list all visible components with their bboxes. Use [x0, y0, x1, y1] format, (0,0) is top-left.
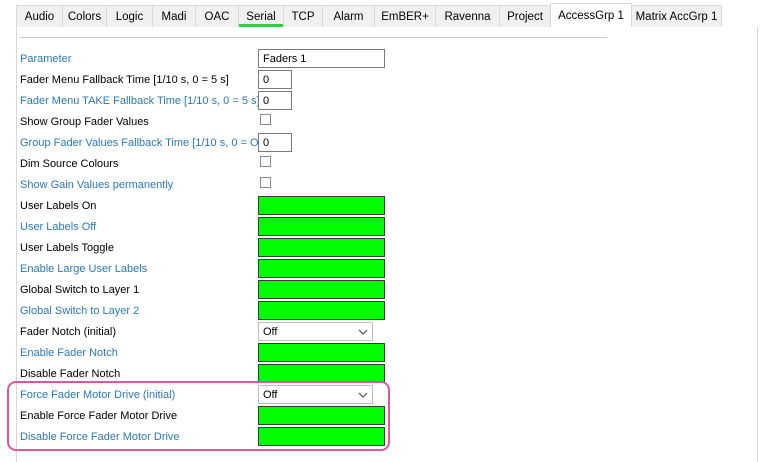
chevron-down-icon — [358, 329, 368, 335]
tab-madi[interactable]: Madi — [152, 5, 196, 27]
fader-menu-fallback-time-field[interactable]: 0 — [258, 70, 292, 89]
tab-oac[interactable]: OAC — [195, 5, 239, 27]
row-label: Fader Menu Fallback Time [1/10 s, 0 = 5 … — [20, 73, 229, 86]
row-enable-force-fader-motor-drive: Enable Force Fader Motor Drive — [20, 405, 400, 426]
row-disable-force-fader-motor-drive: Disable Force Fader Motor Drive — [20, 426, 400, 447]
row-label: Global Switch to Layer 1 — [20, 283, 140, 296]
user-labels-on-color-swatch[interactable] — [258, 196, 385, 215]
dropdown-value: Off — [263, 325, 278, 338]
row-disable-fader-notch: Disable Fader Notch — [20, 363, 400, 384]
row-label: Enable Fader Notch — [20, 346, 118, 359]
row-label: Enable Force Fader Motor Drive — [20, 409, 178, 422]
row-label: Show Gain Values permanently — [20, 178, 174, 191]
row-label: Parameter — [20, 52, 72, 65]
tab-content-panel — [16, 27, 758, 462]
group-fader-values-fallback-time-field[interactable]: 0 — [258, 133, 292, 152]
row-label: User Labels Off — [20, 220, 97, 233]
row-label: Disable Force Fader Motor Drive — [20, 430, 180, 443]
separator-line — [20, 37, 607, 38]
global-switch-layer-1-color-swatch[interactable] — [258, 280, 385, 299]
row-label: Dim Source Colours — [20, 157, 119, 170]
row-label: Enable Large User Labels — [20, 262, 148, 275]
chevron-down-icon — [358, 392, 368, 398]
enable-fader-notch-color-swatch[interactable] — [258, 343, 385, 362]
row-label: Disable Fader Notch — [20, 367, 121, 380]
show-gain-values-permanently-checkbox[interactable] — [260, 177, 271, 188]
disable-fader-notch-color-swatch[interactable] — [258, 364, 385, 383]
row-group-fader-values-fallback-time: Group Fader Values Fallback Time [1/10 s… — [20, 132, 400, 153]
tab-ember[interactable]: EmBER+ — [374, 5, 436, 27]
row-label: User Labels On — [20, 199, 97, 212]
row-show-group-fader-values: Show Group Fader Values — [20, 111, 400, 132]
row-user-labels-toggle: User Labels Toggle — [20, 237, 400, 258]
row-fader-notch-initial: Fader Notch (initial) Off — [20, 321, 400, 342]
row-label: Group Fader Values Fallback Time [1/10 s… — [20, 136, 268, 149]
row-global-switch-layer-1: Global Switch to Layer 1 — [20, 279, 400, 300]
tab-colors[interactable]: Colors — [62, 5, 107, 27]
row-force-fader-motor-drive-initial: Force Fader Motor Drive (initial) Off — [20, 384, 400, 405]
user-labels-toggle-color-swatch[interactable] — [258, 238, 385, 257]
row-label: Force Fader Motor Drive (initial) — [20, 388, 176, 401]
tab-accessgrp-1[interactable]: AccessGrp 1 — [550, 3, 632, 27]
row-enable-fader-notch: Enable Fader Notch — [20, 342, 400, 363]
row-parameter: Parameter Faders 1 — [20, 48, 400, 69]
row-fader-menu-fallback-time: Fader Menu Fallback Time [1/10 s, 0 = 5 … — [20, 69, 400, 90]
tab-ravenna[interactable]: Ravenna — [435, 5, 500, 27]
tab-serial[interactable]: Serial — [238, 5, 284, 27]
tab-audio[interactable]: Audio — [16, 5, 63, 27]
global-switch-layer-2-color-swatch[interactable] — [258, 301, 385, 320]
dropdown-value: Off — [263, 388, 278, 401]
fader-notch-initial-dropdown[interactable]: Off — [258, 322, 373, 341]
dim-source-colours-checkbox[interactable] — [260, 156, 271, 167]
row-label: Fader Menu TAKE Fallback Time [1/10 s, 0… — [20, 94, 260, 107]
parameter-text-field[interactable]: Faders 1 — [258, 49, 385, 68]
row-user-labels-on: User Labels On — [20, 195, 400, 216]
tab-alarm[interactable]: Alarm — [322, 5, 375, 27]
user-labels-off-color-swatch[interactable] — [258, 217, 385, 236]
tab-logic[interactable]: Logic — [106, 5, 153, 27]
row-label: Global Switch to Layer 2 — [20, 304, 140, 317]
row-label: Show Group Fader Values — [20, 115, 149, 128]
show-group-fader-values-checkbox[interactable] — [260, 114, 271, 125]
fader-menu-take-fallback-time-field[interactable]: 0 — [258, 91, 292, 110]
row-show-gain-values-permanently: Show Gain Values permanently — [20, 174, 400, 195]
row-enable-large-user-labels: Enable Large User Labels — [20, 258, 400, 279]
force-fader-motor-drive-initial-dropdown[interactable]: Off — [258, 385, 373, 404]
row-label: Fader Notch (initial) — [20, 325, 116, 338]
tab-project[interactable]: Project — [499, 5, 551, 27]
row-fader-menu-take-fallback-time: Fader Menu TAKE Fallback Time [1/10 s, 0… — [20, 90, 400, 111]
row-user-labels-off: User Labels Off — [20, 216, 400, 237]
tab-tcp[interactable]: TCP — [283, 5, 323, 27]
tab-matrix-accgrp-1[interactable]: Matrix AccGrp 1 — [631, 5, 722, 27]
enable-force-fader-motor-drive-color-swatch[interactable] — [258, 406, 385, 425]
enable-large-user-labels-color-swatch[interactable] — [258, 259, 385, 278]
row-label: User Labels Toggle — [20, 241, 114, 254]
disable-force-fader-motor-drive-color-swatch[interactable] — [258, 427, 385, 446]
row-dim-source-colours: Dim Source Colours — [20, 153, 400, 174]
tab-bar: Audio Colors Logic Madi OAC Serial TCP A… — [16, 3, 756, 28]
row-global-switch-layer-2: Global Switch to Layer 2 — [20, 300, 400, 321]
